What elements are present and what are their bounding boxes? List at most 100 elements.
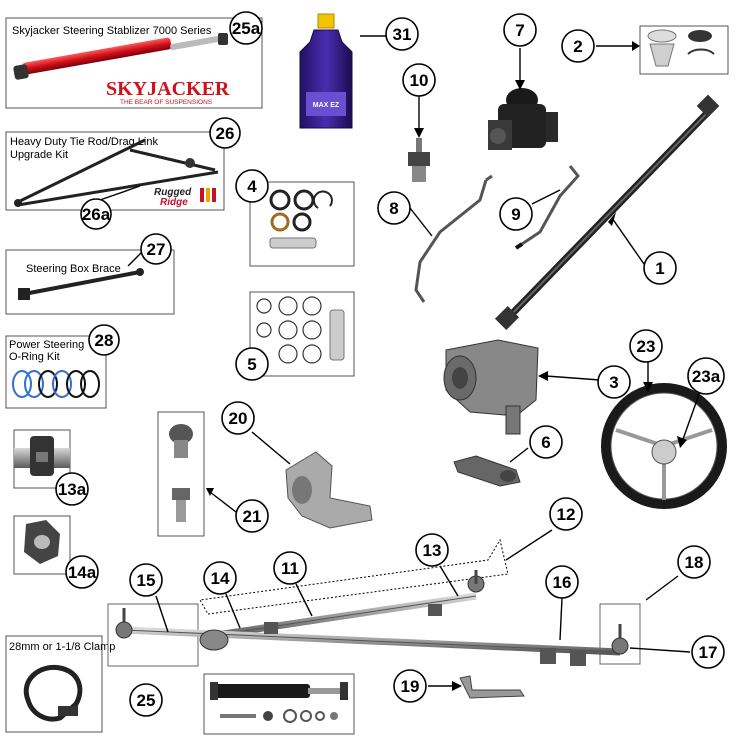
callout-7[interactable]: 7 (503, 13, 537, 90)
power-steering-fluid-bottle[interactable]: MAX EZ (299, 13, 353, 129)
tie-rod-end-outline-left (107, 603, 199, 667)
svg-text:27: 27 (147, 240, 166, 259)
return-hose[interactable] (514, 165, 580, 250)
callout-3[interactable]: 3 (538, 365, 631, 399)
svg-text:25: 25 (137, 691, 156, 710)
gear-box-seal-kit[interactable] (249, 181, 355, 267)
callout-26a[interactable]: 26a (80, 185, 141, 230)
svg-text:23: 23 (637, 337, 656, 356)
svg-text:20: 20 (229, 409, 248, 428)
power-steering-oring-panel[interactable]: Power Steering O-Ring Kit (5, 335, 107, 409)
svg-text:4: 4 (247, 177, 257, 196)
steering-shaft[interactable] (494, 94, 720, 331)
svg-text:1: 1 (655, 259, 664, 278)
callout-5[interactable]: 5 (235, 347, 269, 381)
svg-text:23a: 23a (692, 367, 721, 386)
oring-image (12, 370, 100, 398)
skyjacker-tagline: THE BEAR OF SUSPENSIONS (120, 99, 213, 106)
callout-23[interactable]: 23 (629, 329, 663, 392)
drag-link[interactable] (209, 570, 485, 640)
callout-12[interactable]: 12 (505, 497, 583, 561)
seal-kit-box (249, 181, 355, 267)
pump-seal-kit[interactable] (639, 25, 729, 75)
svg-text:8: 8 (389, 199, 398, 218)
tie-rod-box (5, 131, 225, 211)
callout-11[interactable]: 11 (273, 551, 313, 617)
svg-text:21: 21 (243, 507, 262, 526)
skyjacker-shock-image (13, 33, 228, 80)
callout-26[interactable]: 26 (209, 117, 241, 149)
svg-text:6: 6 (541, 433, 550, 452)
svg-text:7: 7 (515, 21, 524, 40)
callout-4[interactable]: 4 (235, 169, 269, 203)
callout-14[interactable]: 14 (203, 561, 241, 629)
steering-stabilizer[interactable] (203, 673, 355, 735)
tie-rod-kit-image (14, 138, 219, 207)
callout-19[interactable]: 19 (393, 669, 462, 703)
svg-text:14: 14 (211, 569, 230, 588)
callout-21[interactable]: 21 (206, 488, 269, 533)
callout-18[interactable]: 18 (645, 545, 711, 601)
svg-text:9: 9 (511, 205, 520, 224)
ball-joint-kit[interactable] (157, 411, 205, 537)
svg-text:15: 15 (137, 571, 156, 590)
callout-9[interactable]: 9 (499, 189, 561, 231)
callout-8[interactable]: 8 (377, 191, 433, 237)
callout-17[interactable]: 17 (629, 635, 725, 669)
pressure-hose[interactable] (414, 174, 493, 303)
svg-text:18: 18 (685, 553, 704, 572)
callout-31[interactable]: 31 (360, 17, 419, 51)
callout-25[interactable]: 25 (129, 683, 163, 717)
steering-stabilizer-bracket[interactable] (459, 675, 525, 699)
callout-13a[interactable]: 13a (55, 472, 89, 506)
svg-text:28: 28 (95, 331, 114, 350)
rugged-ridge-logo-line1: Rugged (154, 187, 192, 198)
callout-10[interactable]: 10 (402, 63, 436, 138)
nut-image (24, 520, 60, 564)
callout-25a[interactable]: 25a (229, 11, 263, 45)
callout-1[interactable]: 1 (608, 212, 677, 285)
brace-label: Steering Box Brace (26, 263, 121, 275)
svg-text:31: 31 (393, 25, 412, 44)
callout-15[interactable]: 15 (129, 563, 169, 633)
svg-text:12: 12 (557, 505, 576, 524)
tie-rod[interactable] (115, 604, 629, 666)
skyjacker-stabilizer-panel[interactable]: Skyjacker Steering Stablizer 7000 Series… (5, 17, 263, 109)
svg-text:14a: 14a (68, 563, 97, 582)
tie-rod-end-outline-right (599, 603, 641, 665)
skyjacker-brand: SKYJACKER (106, 78, 230, 100)
skyjacker-title: Skyjacker Steering Stablizer 7000 Series (12, 25, 212, 37)
brace-image (18, 268, 144, 300)
svg-text:16: 16 (553, 573, 572, 592)
jam-nut-14a-panel[interactable] (13, 515, 71, 575)
svg-text:13a: 13a (58, 480, 87, 499)
callout-2[interactable]: 2 (561, 29, 640, 63)
callout-20[interactable]: 20 (221, 401, 291, 465)
rugged-ridge-logo-line2: Ridge (160, 197, 188, 208)
power-steering-pump[interactable] (488, 88, 558, 150)
svg-text:11: 11 (281, 559, 299, 578)
tie-rod-upgrade-panel[interactable]: Heavy Duty Tie Rod/Drag Link Upgrade Kit… (5, 131, 225, 211)
tie-rod-kit-outline (199, 538, 509, 615)
clamp-box (5, 635, 103, 733)
callout-13[interactable]: 13 (415, 533, 459, 597)
steering-gear-box[interactable] (443, 339, 539, 435)
clamp-panel[interactable]: 28mm or 1-1/8 Clamp (5, 635, 115, 733)
steering-knuckle[interactable] (285, 451, 373, 529)
pitman-arm[interactable] (453, 455, 521, 487)
svg-text:19: 19 (401, 677, 420, 696)
callout-28[interactable]: 28 (88, 324, 120, 356)
callout-27[interactable]: 27 (127, 233, 172, 267)
svg-text:10: 10 (410, 71, 429, 90)
callout-23a[interactable]: 23a (677, 357, 725, 448)
callout-6[interactable]: 6 (509, 425, 563, 463)
callout-16[interactable]: 16 (545, 565, 579, 641)
svg-text:5: 5 (247, 355, 256, 374)
sleeve-image (14, 436, 70, 476)
svg-text:26a: 26a (82, 205, 111, 224)
pressure-switch[interactable] (408, 138, 430, 182)
svg-text:3: 3 (609, 373, 618, 392)
callout-14a[interactable]: 14a (65, 555, 99, 589)
steering-wheel[interactable] (601, 383, 727, 509)
